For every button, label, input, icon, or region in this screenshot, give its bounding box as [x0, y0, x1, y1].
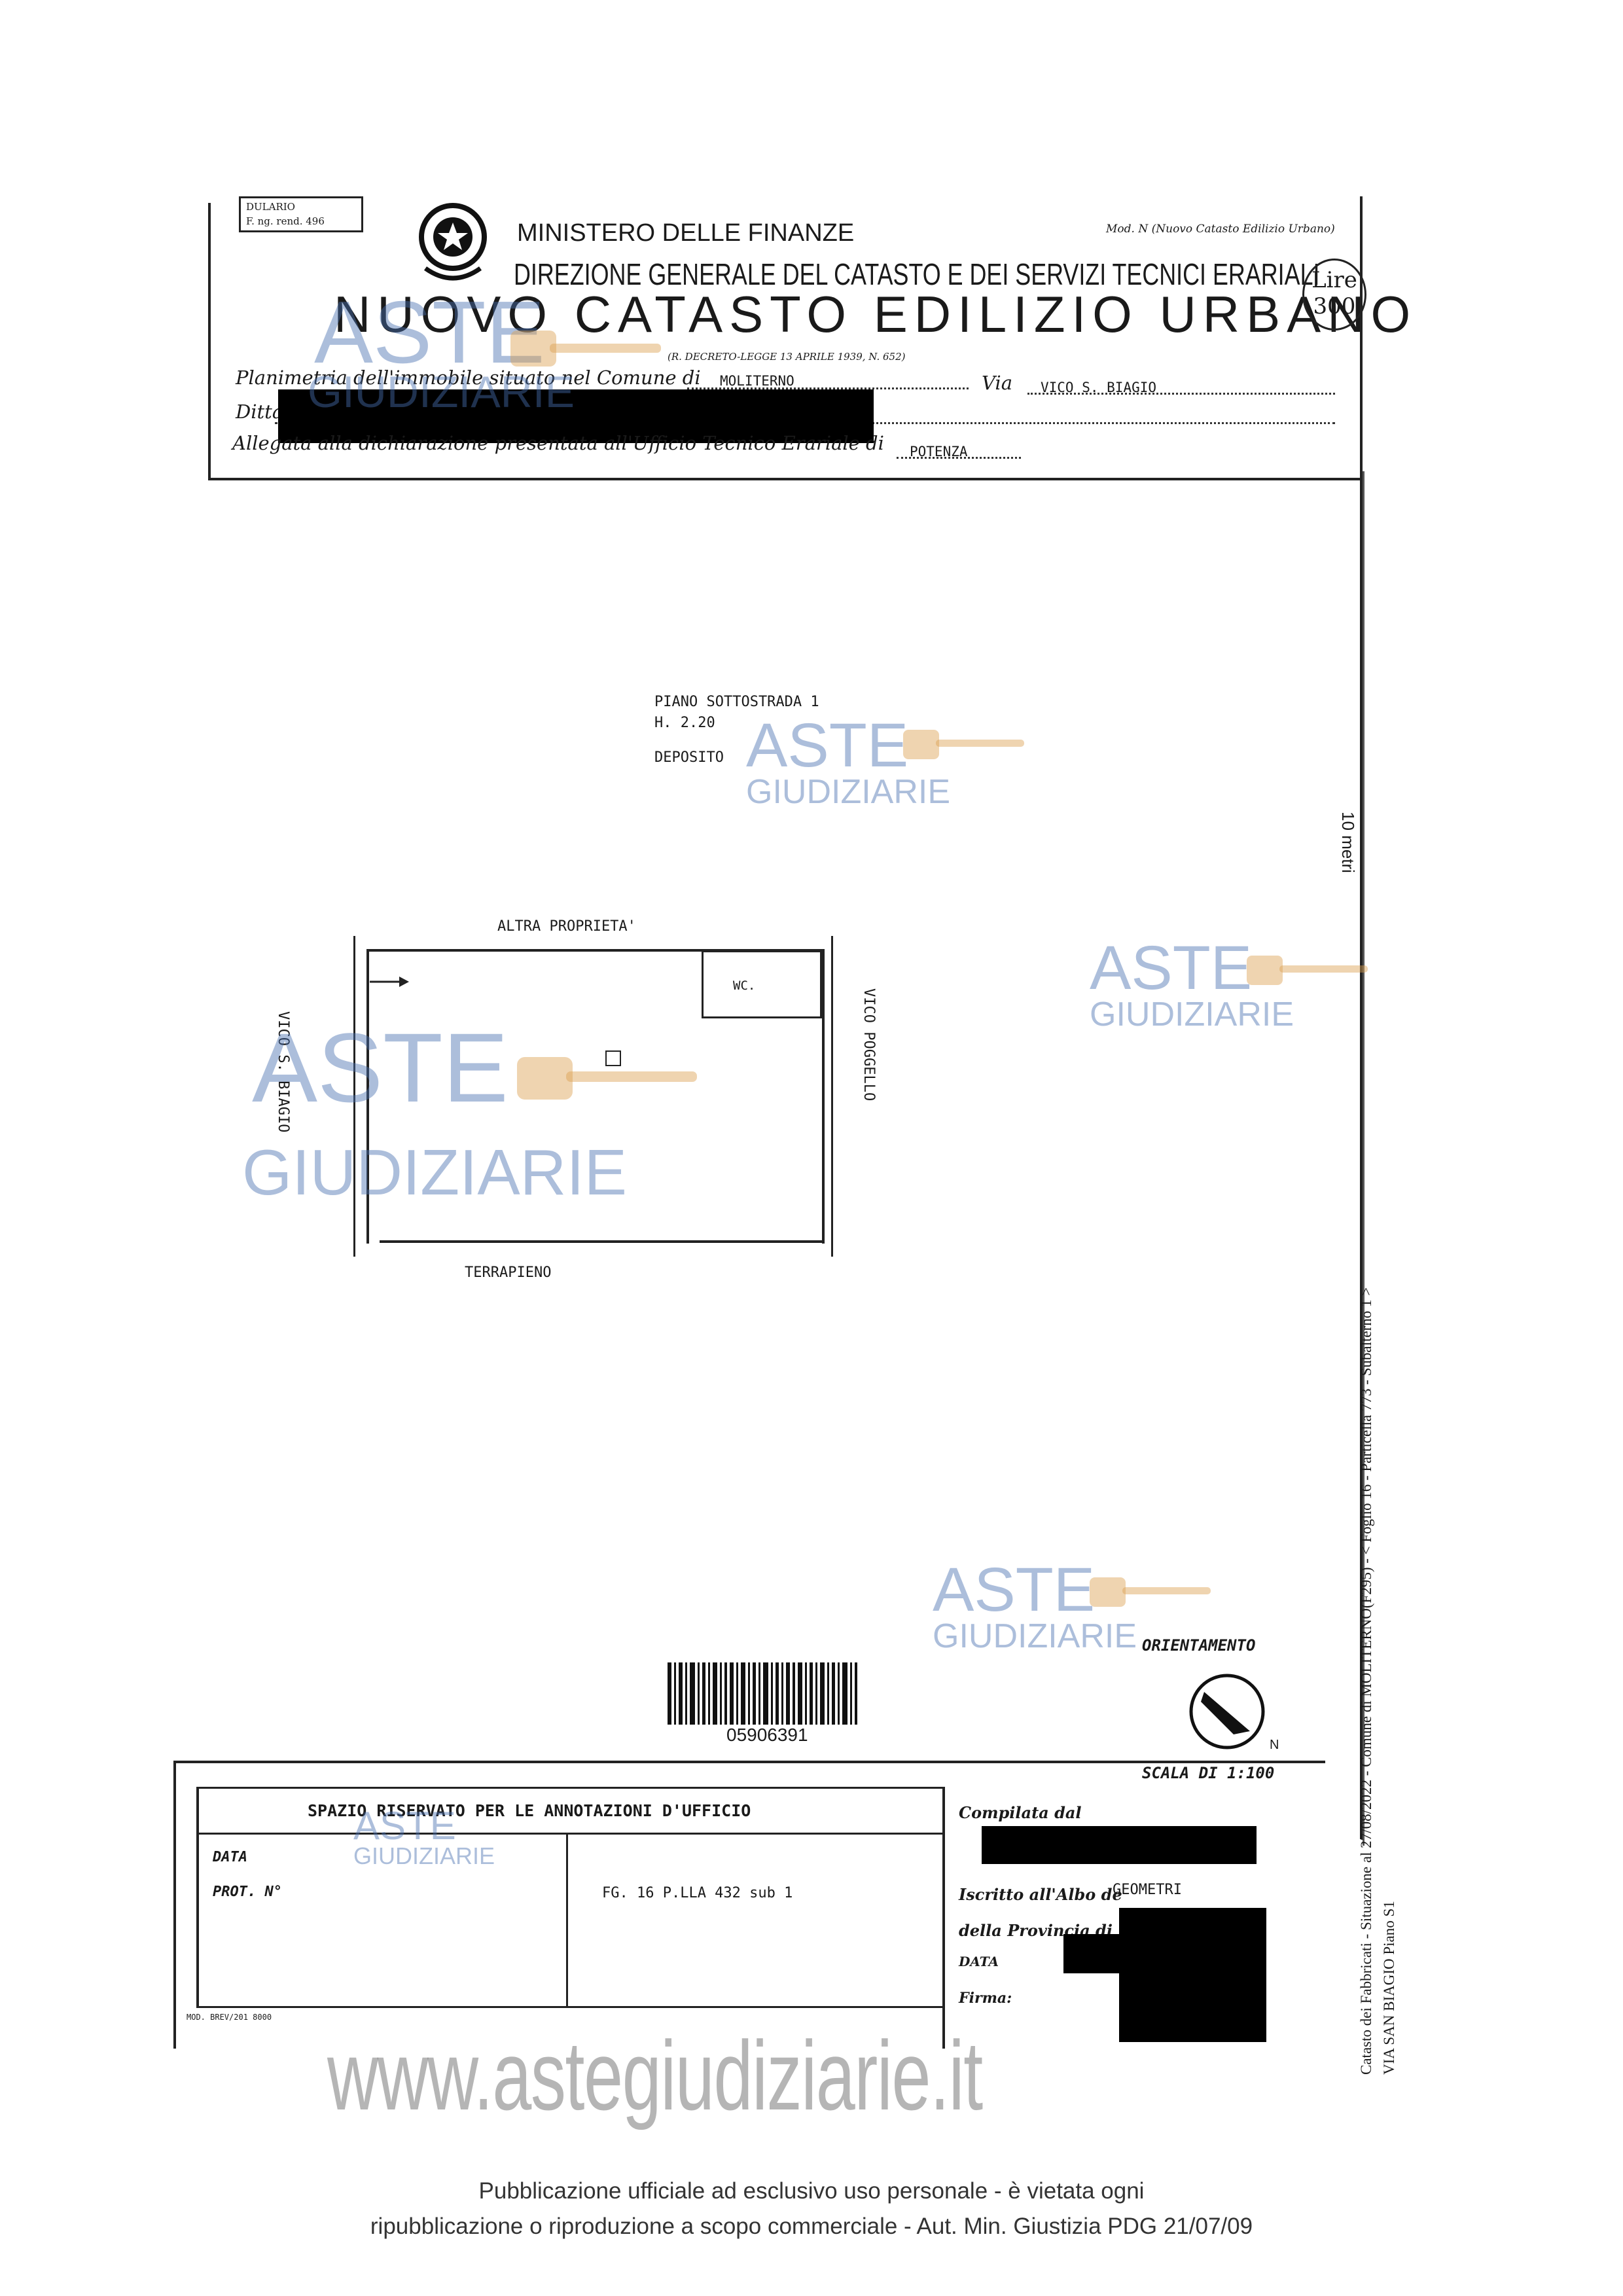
ministry-name: MINISTERO DELLE FINANZE — [517, 219, 855, 247]
comune-dots — [687, 387, 969, 389]
form-code-line2: F. ng. rend. 496 — [246, 215, 325, 227]
office-inner-bottom — [196, 2006, 942, 2008]
ufficio-dots — [897, 457, 1021, 459]
entrance-arrow-icon — [370, 977, 409, 987]
gavel-icon — [903, 730, 1024, 759]
plan-east-side-label: VICO POGGELLO — [861, 988, 877, 1102]
north-letter: N — [1270, 1738, 1279, 1752]
office-prot-label: PROT. N° — [213, 1884, 282, 1900]
firma-label: Firma: — [959, 1990, 1012, 2007]
planimetria-row: Planimetria dell'immobile situato nel Co… — [236, 367, 701, 389]
stamp-fee-label: Lire — [1311, 267, 1357, 293]
office-inner-top — [196, 1787, 942, 1789]
watermark-brand-bottom: GIUDIZIARIE — [353, 1842, 495, 1869]
watermark-brand-bottom: GIUDIZIARIE — [1090, 996, 1294, 1033]
compilata-redaction — [982, 1826, 1257, 1864]
italian-republic-emblem-icon — [419, 203, 487, 281]
cadastral-address-line: VIA SAN BIAGIO Piano S1 — [1381, 1901, 1397, 2075]
watermark-brand-top: ASTE — [314, 283, 545, 382]
office-box-left — [173, 1761, 176, 2049]
watermark-brand-bottom: GIUDIZIARIE — [242, 1136, 628, 1208]
street-line-east — [831, 936, 833, 1257]
wc-label: WC. — [733, 978, 756, 993]
plan-height-label: H. 2.20 — [654, 715, 715, 731]
wc-room — [702, 950, 822, 1018]
street-line-west — [353, 936, 355, 1257]
footer-line1: Pubblicazione ufficiale ad esclusivo uso… — [478, 2178, 1145, 2204]
scale-bar-label: 10 metri — [1338, 812, 1358, 873]
via-value: VICO S. BIAGIO — [1041, 380, 1157, 395]
scale-label: SCALA DI 1:100 — [1142, 1764, 1275, 1782]
plan-north-side-label: ALTRA PROPRIETA' — [497, 918, 636, 935]
plan-use-label: DEPOSITO — [654, 749, 724, 766]
office-footer-code: MOD. BREV/201 8000 — [187, 2013, 272, 2022]
footer-line2: ripubblicazione o riproduzione a scopo c… — [370, 2214, 1253, 2239]
ufficio-value: POTENZA — [910, 444, 968, 459]
watermark-brand-top: ASTE — [746, 711, 909, 780]
compilata-label: Compilata dal — [959, 1803, 1082, 1822]
plan-south-side-label: TERRAPIENO — [465, 1265, 552, 1281]
comune-value: MOLITERNO — [720, 373, 794, 389]
room-wall-south — [380, 1240, 825, 1243]
planimetria-label: Planimetria dell'immobile situato nel Co… — [236, 367, 701, 389]
form-code-line1: DULARIO — [246, 201, 295, 213]
allegata-label: Allegata alla dichiarazione presentata a… — [232, 432, 884, 454]
watermark-brand-top: ASTE — [1090, 933, 1253, 1003]
plan-floor-label: PIANO SOTTOSTRADA 1 — [654, 694, 819, 710]
signature-redaction — [1119, 1908, 1266, 2042]
room-wall-north — [366, 949, 825, 952]
watermark-brand-top: ASTE — [252, 1013, 508, 1122]
decree-reference: (R. DECRETO-LEGGE 13 APRILE 1939, N. 652… — [668, 351, 906, 363]
room-wall-west — [366, 949, 369, 1244]
ditta-label: Ditta — [236, 401, 284, 423]
office-data-label: DATA — [213, 1849, 247, 1865]
header-divider — [208, 478, 1360, 480]
frame-right — [1360, 196, 1363, 1839]
office-heading: SPAZIO RISERVATO PER LE ANNOTAZIONI D'UF… — [308, 1801, 751, 1820]
office-box-top — [173, 1761, 1325, 1763]
watermark-url: www.astegiudiziarie.it — [327, 2020, 983, 2130]
date-redaction — [1063, 1934, 1119, 1973]
via-dots — [1027, 393, 1335, 395]
office-reference: FG. 16 P.LLA 432 sub 1 — [602, 1885, 793, 1901]
barcode-icon — [668, 1662, 857, 1725]
stamp-fee-badge: Lire 300 — [1302, 259, 1366, 331]
gavel-icon — [1090, 1577, 1211, 1607]
ditta-redaction — [278, 389, 874, 443]
office-inner-left — [196, 1787, 199, 2006]
room-wall-east — [822, 949, 825, 1244]
watermark-brand-top: ASTE — [933, 1555, 1096, 1624]
room-marker-square — [605, 1050, 621, 1066]
frame-left-top — [208, 203, 211, 478]
watermark-brand-top: ASTE — [353, 1804, 456, 1848]
office-column-divider — [566, 1833, 568, 2006]
office-right-divider — [942, 1787, 945, 2049]
model-note: Mod. N (Nuovo Catasto Edilizio Urbano) — [1106, 223, 1335, 236]
iscritto-label: Iscritto all'Albo de — [959, 1885, 1122, 1904]
side-rule — [1363, 471, 1364, 1846]
cadastral-situation-line: Catasto dei Fabbricati - Situazione al 2… — [1358, 1287, 1374, 2075]
document-title: NUOVO CATASTO EDILIZIO URBANO — [334, 285, 1418, 343]
data2-label: DATA — [959, 1954, 999, 1969]
form-code-box: DULARIO F. ng. rend. 496 — [239, 196, 363, 232]
gavel-icon — [517, 1057, 697, 1100]
gavel-icon — [1247, 956, 1368, 985]
watermark-brand-bottom: GIUDIZIARIE — [746, 773, 951, 811]
gavel-icon — [510, 331, 661, 367]
direction-name: DIREZIONE GENERALE DEL CATASTO E DEI SER… — [514, 257, 1320, 291]
via-label: Via — [982, 372, 1012, 394]
office-heading-divider — [196, 1833, 942, 1835]
watermark-brand-bottom: GIUDIZIARIE — [308, 367, 575, 417]
watermark-brand-bottom: GIUDIZIARIE — [933, 1617, 1137, 1655]
barcode-number: 05906391 — [726, 1725, 808, 1745]
orientation-label: ORIENTAMENTO — [1142, 1636, 1256, 1655]
iscritto-value: GEOMETRI — [1113, 1882, 1182, 1898]
stamp-fee-value: 300 — [1313, 293, 1356, 319]
north-compass-icon — [1189, 1674, 1265, 1749]
